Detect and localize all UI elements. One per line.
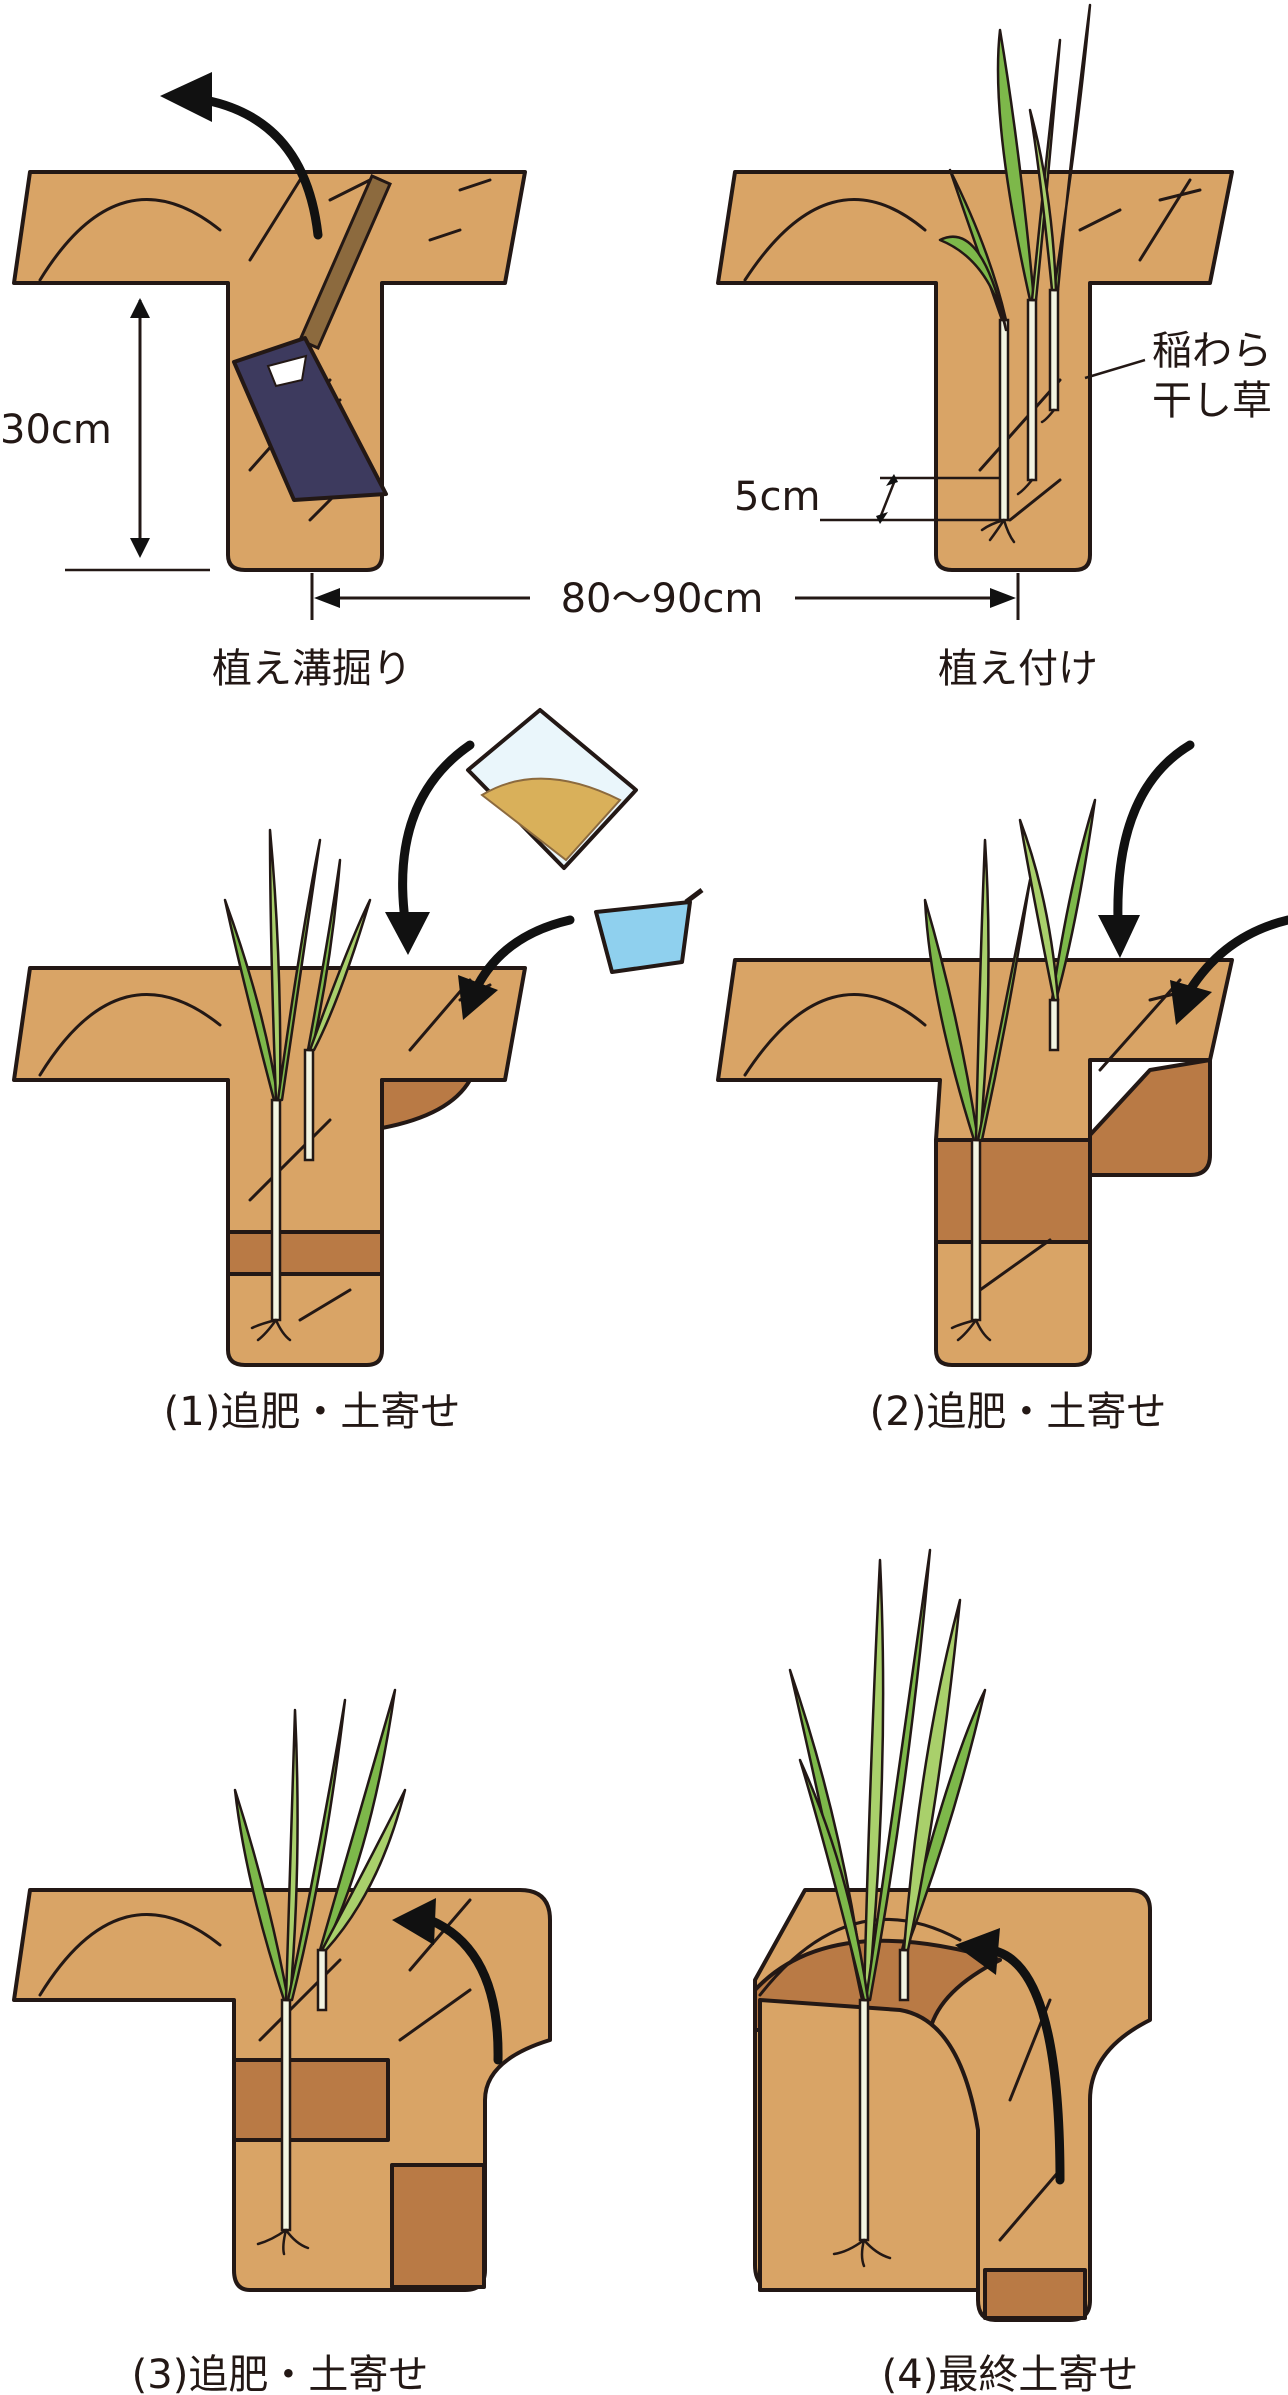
caption-step1: (1)追肥・土寄せ <box>164 1389 461 1435</box>
caption-trench: 植え溝掘り <box>212 646 412 692</box>
panel-trench: 30cm 植え溝掘り <box>0 72 527 692</box>
caption-step4: (4)最終土寄せ <box>882 2352 1139 2395</box>
row-spacing-label: 80〜90cm <box>561 576 764 622</box>
panel-step2: (2)追肥・土寄せ <box>716 740 1288 1435</box>
panel-step3: (3)追肥・土寄せ <box>12 1688 552 2395</box>
step1-plant <box>223 828 372 1342</box>
shovel-icon <box>232 174 392 502</box>
trench-depth-label: 30cm <box>0 407 112 453</box>
planting-depth-label: 5cm <box>734 474 820 520</box>
caption-step2: (2)追肥・土寄せ <box>870 1389 1167 1435</box>
caption-planting: 植え付け <box>938 646 1098 692</box>
panel-planting: 5cm 稲わら 干し草 植え付け <box>716 3 1272 692</box>
panel-step1: (1)追肥・土寄せ <box>12 708 704 1435</box>
caption-step3: (3)追肥・土寄せ <box>132 2352 429 2395</box>
mulch-label-2: 干し草 <box>1152 378 1272 424</box>
step2-plant <box>923 798 1097 1342</box>
step4-plant <box>788 1548 987 2268</box>
planted-seedlings <box>938 3 1092 544</box>
scoop-icon <box>594 888 704 974</box>
panel-step4: (4)最終土寄せ <box>753 1548 1152 2395</box>
fertilizer-bag-icon <box>466 708 638 870</box>
step3-plant <box>233 1688 407 2256</box>
mulch-label-1: 稲わら <box>1152 328 1272 374</box>
row-spacing-measure: 80〜90cm <box>310 573 1020 622</box>
